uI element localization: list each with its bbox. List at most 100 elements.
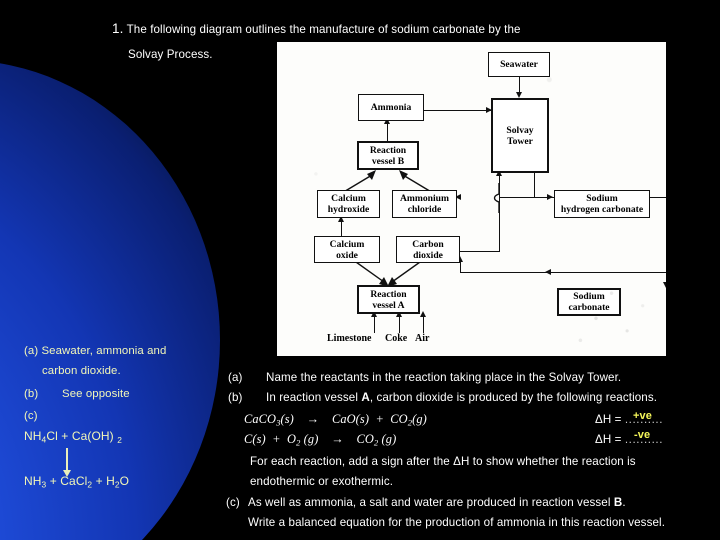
- box-ammonium-chloride-label: Ammonium chloride: [400, 193, 449, 215]
- arrowhead-coke-in: [395, 311, 402, 317]
- box-ammonia: Ammonia: [358, 94, 424, 121]
- question-c-label: (c): [226, 496, 240, 509]
- arrowhead-seawater-to-tower: [515, 92, 522, 98]
- dotted-blank-1: ..........: [624, 413, 664, 426]
- answer-b-text: See opposite: [62, 388, 130, 400]
- question-c-text: As well as ammonia, a salt and water are…: [248, 496, 626, 510]
- box-calcium-hydroxide-label: Calcium hydroxide: [328, 193, 369, 215]
- line-co2-recycle: [460, 272, 666, 274]
- box-solvay-tower: Solvay Tower: [491, 98, 549, 173]
- dotted-blank-2: ..........: [624, 433, 664, 446]
- box-sodium-carbonate-label: Sodium carbonate: [568, 291, 609, 313]
- answer-c-equation-reactants: NH4Cl + Ca(OH) 2: [24, 429, 122, 445]
- delta-h-label-2: ΔH =: [595, 433, 625, 446]
- box-ammonium-chloride: Ammonium chloride: [392, 190, 457, 218]
- sodium-hydrogen-carbonate-line1: Sodium: [586, 193, 618, 204]
- arrowhead-nahco3-to-na2co3: [662, 282, 666, 288]
- box-ammonia-label: Ammonia: [370, 102, 412, 113]
- answer-a-line2: carbon dioxide.: [42, 365, 121, 377]
- reaction-2-enthalpy: ΔH = ..........: [595, 433, 663, 446]
- question-b-text: In reaction vessel A, carbon dioxide is …: [266, 391, 657, 405]
- reaction-equation-1: CaCO3(s) → CaO(s) + CO2(g): [244, 412, 427, 428]
- box-reaction-vessel-a-label: Reaction vessel A: [370, 289, 406, 311]
- carbon-dioxide-line2: dioxide: [413, 249, 443, 261]
- question-a-text: Name the reactants in the reaction takin…: [266, 371, 622, 384]
- box-seawater-label: Seawater: [500, 59, 538, 70]
- label-coke: Coke: [385, 333, 408, 344]
- box-calcium-oxide-label: Calcium oxide: [330, 239, 365, 261]
- solvay-process-diagram: Seawater Solvay Tower Ammonia Reaction v…: [277, 42, 666, 356]
- wire-jump-svg: [493, 183, 500, 213]
- sodium-hydrogen-carbonate-line2: hydrogen carbonate: [560, 204, 644, 215]
- line-carbon-dioxide-to-vessela: [387, 261, 421, 288]
- box-carbon-dioxide-label: Carbon dioxide: [412, 239, 443, 261]
- answer-c-equation-products: NH3 + CaCl2 + H2O: [24, 474, 130, 490]
- reaction-equation-2: C(s) + O2 (g) → CO2 (g): [244, 432, 397, 448]
- answer-a-line1: (a) Seawater, ammonia and: [24, 345, 167, 357]
- answer-b-label: (b): [24, 388, 39, 400]
- line-co2-right: [460, 251, 500, 253]
- question-b-note-line1: For each reaction, add a sign after the …: [250, 455, 636, 468]
- question-c-text-pre: As well as ammonia, a salt and water are…: [248, 496, 614, 509]
- line-co2-recycle-up: [460, 258, 462, 273]
- carbon-dioxide-line1: Carbon: [412, 238, 444, 250]
- label-limestone: Limestone: [327, 333, 372, 344]
- page-title-line-1: 1. The following diagram outlines the ma…: [112, 22, 521, 37]
- box-carbon-dioxide: Carbon dioxide: [396, 236, 460, 263]
- box-reaction-vessel-a: Reaction vessel A: [357, 285, 420, 314]
- question-b-text-post: , carbon dioxide is produced by the foll…: [369, 391, 658, 404]
- solvay-tower-line1: Solvay: [506, 124, 534, 136]
- vessel-b-line2: vessel B: [371, 155, 405, 167]
- arrowhead-vesselb-to-ammonia: [383, 118, 390, 124]
- sodium-carbonate-line2: carbonate: [568, 302, 610, 313]
- box-calcium-oxide: Calcium oxide: [314, 236, 380, 263]
- calcium-hydroxide-line2: hydroxide: [327, 204, 370, 215]
- box-sodium-hydrogen-carbonate-label: Sodium hydrogen carbonate: [561, 193, 643, 215]
- line-vesselb-to-ammonia: [387, 120, 389, 142]
- calcium-oxide-line2: oxide: [336, 249, 358, 261]
- question-b-label: (b): [228, 391, 243, 404]
- box-reaction-vessel-b: Reaction vessel B: [357, 141, 419, 170]
- delta-h-label-1: ΔH =: [595, 413, 625, 426]
- reaction-1-enthalpy: ΔH = ..........: [595, 413, 663, 426]
- box-sodium-hydrogen-carbonate: Sodium hydrogen carbonate: [554, 190, 650, 218]
- calcium-hydroxide-line1: Calcium: [331, 193, 366, 204]
- vessel-b-ref: B: [613, 496, 623, 509]
- line-coke-in: [399, 313, 401, 333]
- box-calcium-hydroxide: Calcium hydroxide: [317, 190, 380, 218]
- sodium-carbonate-line1: Sodium: [573, 291, 605, 302]
- vessel-b-line1: Reaction: [369, 144, 407, 156]
- arrowhead-ammonia-to-tower: [486, 106, 492, 113]
- question-b-text-pre: In reaction vessel: [266, 391, 362, 404]
- question-c-text-post: .: [622, 496, 626, 509]
- diagonal-arrow-svg-4: [387, 261, 421, 287]
- question-b-note-line2: endothermic or exothermic.: [250, 475, 394, 488]
- arrowhead-calcium-oxide-to-hydroxide: [337, 216, 344, 222]
- reaction-1-sign-answer: +ve: [633, 410, 652, 422]
- box-solvay-tower-label: Solvay Tower: [506, 125, 533, 147]
- decorative-blue-oval: [0, 60, 220, 540]
- wire-crossing-jump: [489, 183, 511, 213]
- page-title-text: The following diagram outlines the manuf…: [126, 23, 521, 36]
- down-arrow-icon: [62, 448, 71, 477]
- vessel-a-line2: vessel A: [372, 299, 405, 311]
- arrowhead-co2-recycle-left: [545, 268, 551, 275]
- solvay-tower-line2: Tower: [507, 135, 533, 147]
- box-reaction-vessel-b-label: Reaction vessel B: [370, 145, 406, 167]
- line-limestone-in: [374, 313, 376, 333]
- arrowhead-limestone-in: [370, 311, 377, 317]
- box-seawater: Seawater: [488, 52, 550, 77]
- diagonal-arrow-svg-3: [355, 261, 389, 287]
- page-title-line-2: Solvay Process.: [128, 48, 213, 61]
- label-air: Air: [415, 333, 430, 344]
- vessel-a-line1: Reaction: [370, 288, 407, 300]
- arrowhead-to-sodium-hydrogen-carbonate: [547, 193, 553, 200]
- line-seawater-to-tower: [519, 77, 521, 94]
- box-sodium-carbonate: Sodium carbonate: [557, 288, 621, 316]
- reaction-2-sign-answer: -ve: [634, 429, 651, 441]
- vessel-a-ref: A: [361, 391, 370, 404]
- line-calcium-oxide-to-hydroxide: [341, 218, 343, 240]
- arrowhead-to-ammonium-chloride: [455, 193, 461, 200]
- question-a-label: (a): [228, 371, 243, 384]
